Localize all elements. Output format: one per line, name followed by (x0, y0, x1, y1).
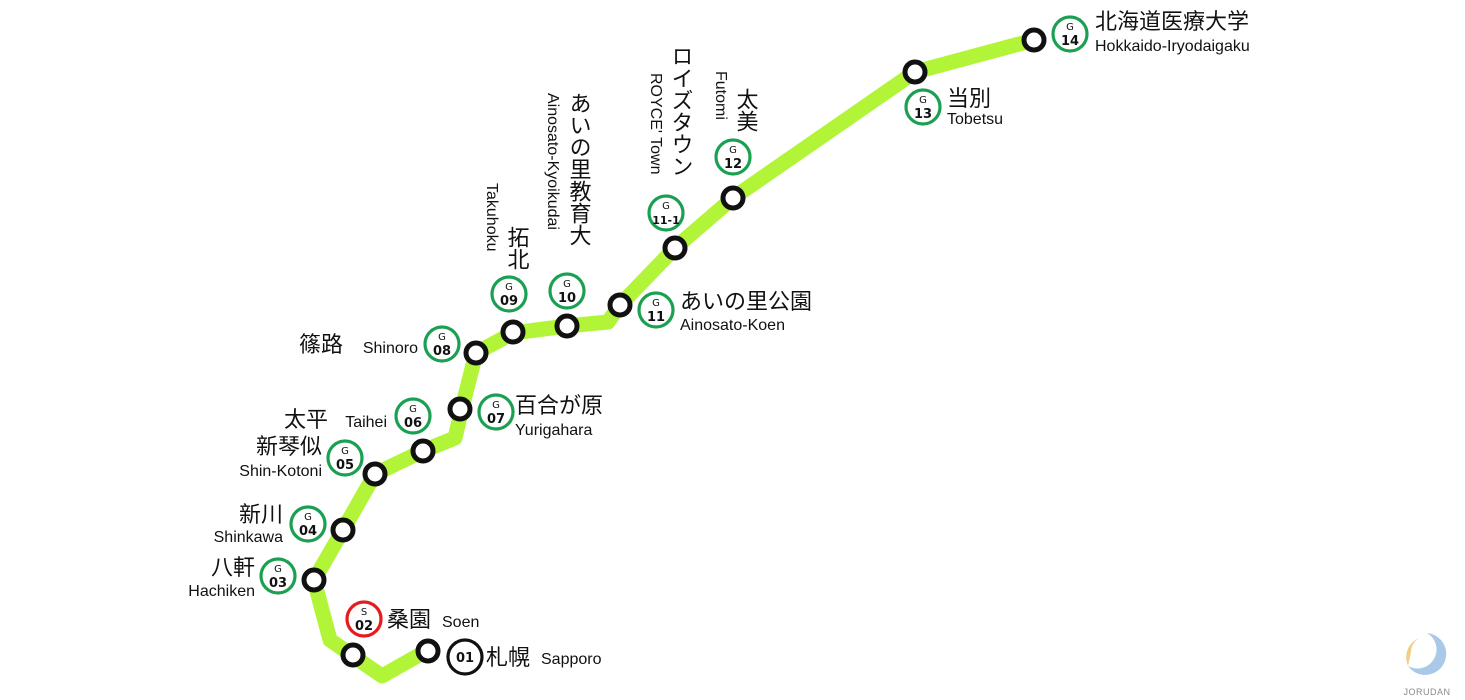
badge-sapporo: 01 (446, 638, 484, 676)
station-name-jp-ainosato-kyoikudai: あいの里教育大 (566, 92, 592, 246)
brand-logo: JORUDAN (1403, 633, 1450, 697)
station-dot-yurigahara[interactable] (447, 396, 473, 422)
svg-text:G: G (341, 446, 349, 457)
badge-royce-town: G 11-1 (647, 194, 685, 232)
station-name-en-takuhoku: Takuhoku (483, 183, 500, 252)
station-name-jp-royce-town: ロイズタウン (668, 45, 693, 177)
station-dot-takuhoku[interactable] (500, 319, 526, 345)
svg-text:G: G (563, 279, 571, 290)
svg-text:G: G (409, 404, 417, 415)
svg-text:G: G (919, 95, 927, 106)
svg-text:G: G (492, 400, 500, 411)
station-dot-sapporo[interactable] (415, 638, 441, 664)
svg-text:04: 04 (299, 524, 317, 539)
station-name-jp-tobetsu: 当別 (947, 87, 991, 112)
badge-futomi: G 12 (714, 138, 752, 176)
station-name-en-ainosato-kyoikudai: Ainosato-Kyoikudai (544, 93, 561, 230)
station-name-jp-taihei: 太平 (284, 408, 328, 433)
svg-text:13: 13 (914, 107, 932, 122)
svg-text:14: 14 (1061, 34, 1079, 49)
station-dot-shinoro[interactable] (463, 340, 489, 366)
svg-text:12: 12 (724, 157, 742, 172)
station-name-jp-yurigahara: 百合が原 (515, 394, 603, 419)
station-name-jp-hokkaido-iryodaigaku: 北海道医療大学 (1095, 10, 1249, 35)
brand-name: JORUDAN (1403, 687, 1450, 697)
station-name-en-yurigahara: Yurigahara (515, 422, 592, 439)
svg-text:08: 08 (433, 344, 451, 359)
svg-text:G: G (304, 512, 312, 523)
badge-hachiken: G 03 (259, 557, 297, 595)
badge-ainosato-kyoikudai: G 10 (548, 272, 586, 310)
station-dot-shin-kotoni[interactable] (362, 461, 388, 487)
svg-text:06: 06 (404, 416, 422, 431)
svg-text:G: G (438, 332, 446, 343)
station-name-jp-sapporo: 札幌 (486, 646, 530, 671)
svg-text:G: G (1066, 22, 1074, 33)
station-name-en-taihei: Taihei (345, 414, 387, 431)
badge-shinoro: G 08 (423, 325, 461, 363)
station-name-en-tobetsu: Tobetsu (947, 111, 1003, 128)
svg-text:07: 07 (487, 412, 505, 427)
station-name-en-hokkaido-iryodaigaku: Hokkaido-Iryodaigaku (1095, 38, 1250, 55)
svg-text:01: 01 (456, 651, 474, 666)
station-dot-shinkawa[interactable] (330, 517, 356, 543)
station-name-jp-ainosato-koen: あいの里公園 (680, 290, 812, 315)
badge-shinkawa: G 04 (289, 505, 327, 543)
svg-text:03: 03 (269, 576, 287, 591)
svg-text:G: G (505, 282, 513, 293)
station-name-en-shin-kotoni: Shin-Kotoni (239, 463, 322, 480)
station-name-jp-shinkawa: 新川 (239, 503, 283, 528)
svg-text:G: G (729, 145, 737, 156)
svg-text:G: G (652, 298, 660, 309)
badge-soen: S 02 (345, 600, 383, 638)
svg-text:05: 05 (336, 458, 354, 473)
station-dot-soen[interactable] (340, 642, 366, 668)
svg-text:02: 02 (355, 619, 373, 634)
station-name-en-ainosato-koen: Ainosato-Koen (680, 317, 785, 334)
station-dot-futomi[interactable] (720, 185, 746, 211)
station-dot-ainosato-kyoikudai[interactable] (554, 313, 580, 339)
svg-text:10: 10 (558, 291, 576, 306)
badge-taihei: G 06 (394, 397, 432, 435)
station-name-jp-soen: 桑園 (387, 608, 431, 633)
station-dot-hokkaido-iryodaigaku[interactable] (1021, 27, 1047, 53)
station-dot-royce-town[interactable] (662, 235, 688, 261)
station-name-en-shinkawa: Shinkawa (214, 529, 283, 546)
badge-ainosato-koen: G 11 (637, 291, 675, 329)
station-name-en-sapporo: Sapporo (541, 651, 602, 668)
station-name-jp-hachiken: 八軒 (211, 556, 255, 581)
station-name-en-hachiken: Hachiken (188, 583, 255, 600)
station-name-en-royce-town: ROYCE' Town (647, 73, 664, 174)
station-dot-hachiken[interactable] (301, 567, 327, 593)
badge-yurigahara: G 07 (477, 393, 515, 431)
badge-takuhoku: G 09 (490, 275, 528, 313)
station-name-jp-futomi: 太美 (733, 88, 759, 132)
svg-text:11-1: 11-1 (652, 214, 680, 227)
station-name-jp-shin-kotoni: 新琴似 (256, 435, 322, 460)
svg-text:G: G (662, 201, 670, 212)
badge-hokkaido-iryodaigaku: G 14 (1051, 15, 1089, 53)
badge-shin-kotoni: G 05 (326, 439, 364, 477)
svg-text:09: 09 (500, 294, 518, 309)
station-name-en-shinoro: Shinoro (363, 340, 418, 357)
station-dot-tobetsu[interactable] (902, 59, 928, 85)
station-dot-ainosato-koen[interactable] (607, 292, 633, 318)
station-name-jp-shinoro: 篠路 (299, 333, 343, 358)
station-name-en-futomi: Futomi (712, 71, 729, 120)
crescent-logo-icon (1406, 633, 1447, 675)
station-name-en-soen: Soen (442, 614, 479, 631)
svg-text:S: S (361, 607, 367, 618)
badge-tobetsu: G 13 (904, 88, 942, 126)
station-name-jp-takuhoku: 拓北 (504, 226, 530, 270)
svg-text:11: 11 (647, 310, 665, 325)
svg-text:G: G (274, 564, 282, 575)
station-dot-taihei[interactable] (410, 438, 436, 464)
